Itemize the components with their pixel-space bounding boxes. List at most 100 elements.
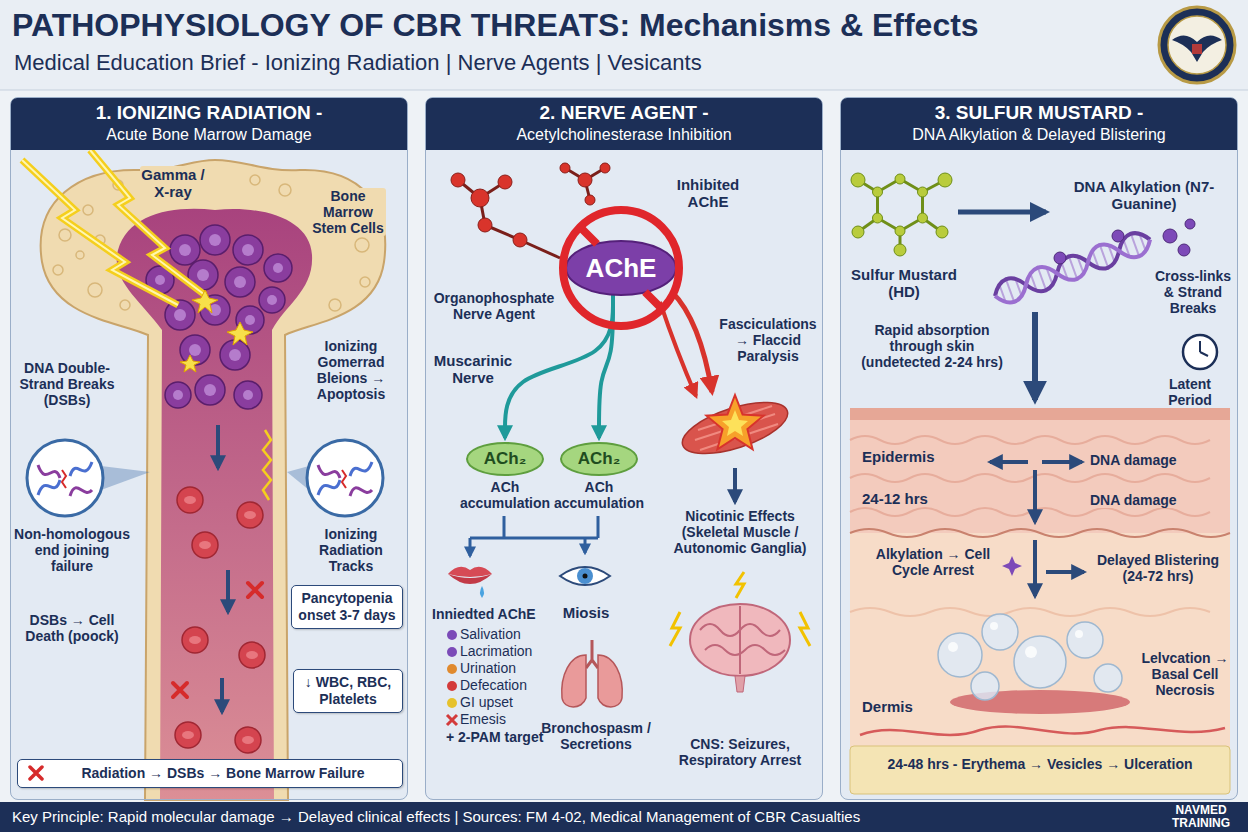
mustard-molecule	[918, 187, 928, 197]
nerve-agent-molecule	[451, 173, 465, 187]
dna-helix	[1005, 277, 1015, 303]
stem-cell	[220, 340, 250, 370]
alkylation-arrow	[1033, 540, 1037, 596]
stem-cell	[204, 384, 216, 396]
skin-section	[850, 746, 1230, 794]
stem-cell	[225, 267, 255, 297]
clock-icon	[1183, 335, 1217, 369]
panel-subtitle: DNA Alkylation & Delayed Blistering	[847, 125, 1231, 144]
brain-icon	[735, 676, 745, 692]
stem-cell	[267, 295, 277, 305]
blister	[948, 642, 958, 652]
muscarinic-arrow	[470, 516, 598, 538]
dna-inset	[318, 480, 340, 495]
emblem	[1159, 7, 1235, 83]
brain-icon	[800, 612, 810, 646]
radiation-bolt	[192, 290, 218, 313]
mustard-molecule	[851, 173, 952, 256]
eye-icon	[560, 567, 610, 585]
dna-inset	[70, 488, 92, 496]
enzyme-ellipse: AChE	[566, 241, 676, 295]
blood-cell	[175, 487, 265, 753]
dna-inset	[101, 466, 150, 490]
alkyl-adduct	[1185, 219, 1195, 229]
dna-inset	[27, 440, 383, 516]
mustard-molecule	[851, 173, 1046, 256]
list-bullet	[447, 664, 457, 674]
blood-cell	[177, 487, 203, 513]
brain-icon	[670, 612, 680, 646]
blood-cell	[182, 627, 208, 653]
lung-icon	[562, 655, 586, 707]
subtitle: Medical Education Brief - Ionizing Radia…	[14, 50, 1134, 75]
skin-section	[850, 533, 1230, 748]
mustard-molecule	[894, 244, 906, 256]
dna-inset	[318, 465, 340, 478]
lung-icon	[562, 640, 623, 707]
part-label: Gamma / X-ray	[140, 166, 206, 201]
blood-cell	[175, 722, 201, 748]
eye-icon	[577, 568, 593, 584]
emblem	[1172, 35, 1222, 62]
mustard-molecule	[895, 174, 905, 184]
alkyl-adduct	[1112, 230, 1124, 242]
muscle-burst	[733, 468, 737, 502]
cell-death-mark	[248, 583, 262, 597]
blister	[1025, 646, 1037, 658]
stem-cell	[273, 263, 283, 273]
part-label: Cross-links & Strand Breaks	[1152, 268, 1234, 316]
mouth-icon	[448, 574, 492, 584]
part-label: Miosis	[556, 604, 616, 621]
list-item: Salivation	[460, 626, 552, 642]
part-label: Sulfur Mustard (HD)	[848, 266, 960, 301]
box-text: Pancytopenia onset 3-7 days	[297, 590, 397, 624]
cell-death-mark	[173, 583, 262, 697]
bone-illustration	[329, 299, 341, 311]
part-label: CNS: Seizures, Respiratory Arrest	[664, 736, 816, 768]
blister	[938, 614, 1122, 700]
mustard-molecule	[918, 213, 928, 223]
list-item: Urination	[460, 660, 552, 676]
alkylation-arrow	[990, 462, 1084, 596]
stem-cell	[146, 225, 292, 409]
enzyme-text: AChE	[566, 253, 676, 283]
alkylation-arrow	[1046, 570, 1084, 574]
blister	[971, 672, 999, 700]
emblem	[1168, 16, 1226, 74]
nerve-agent-molecule	[513, 233, 527, 247]
part-label: Fasciculations → Flaccid Paralysis	[716, 316, 820, 364]
part-label: DNA damage	[1090, 452, 1200, 468]
bone-illustration	[360, 277, 370, 287]
brain-icon	[670, 572, 810, 692]
list-bullet	[447, 630, 457, 725]
nerve-agent-molecule	[478, 218, 492, 232]
stem-cell	[189, 344, 201, 356]
header-band	[0, 0, 1248, 90]
blood-cell	[189, 636, 201, 644]
list-item: Emesis	[460, 711, 552, 727]
list-item: Defecation	[460, 677, 552, 693]
blister	[938, 614, 1130, 714]
ach-blob: ACh₂ACh accumulation	[553, 441, 645, 511]
blood-cell	[246, 651, 258, 659]
part-label: DNA Double-Strand Breaks (DSBs)	[14, 360, 120, 408]
finding-box: ↓ WBC, RBC, Platelets	[293, 669, 403, 713]
flow-arrow	[226, 570, 230, 612]
panel-subtitle: Acute Bone Marrow Damage	[17, 125, 401, 144]
part-label: Bone Marrow Stem Cells	[310, 188, 386, 236]
part-label: Inhibited AChE	[668, 176, 748, 211]
blood-cell	[235, 727, 261, 753]
finding-box: Pancytopenia onset 3-7 days	[291, 585, 403, 629]
stem-cell	[165, 382, 191, 408]
alkylation-arrow	[990, 460, 1028, 464]
panel-title: 1. IONIZING RADIATION -	[17, 102, 401, 125]
blood-cell	[237, 502, 263, 528]
list-bullet	[447, 698, 457, 708]
alkylation-arrow	[1033, 470, 1037, 522]
skin-section	[850, 408, 1230, 794]
skin-section	[860, 727, 1225, 735]
clock-icon	[1183, 335, 1217, 369]
mustard-molecule	[873, 213, 883, 223]
dna-helix	[1130, 232, 1140, 258]
mustard-molecule	[938, 173, 952, 187]
